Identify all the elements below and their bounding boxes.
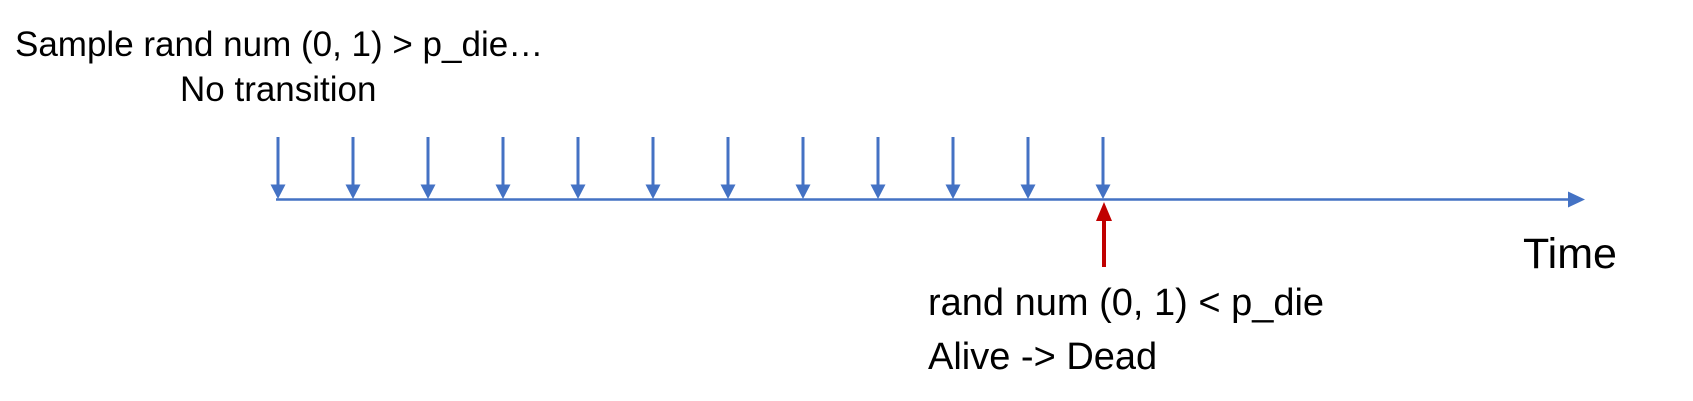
sample-condition-label: Sample rand num (0, 1) > p_die… xyxy=(15,25,544,64)
death-event-label: rand num (0, 1) < p_die Alive -> Dead xyxy=(928,277,1324,385)
timeline-axis xyxy=(276,191,1585,208)
death-event-transition: Alive -> Dead xyxy=(928,335,1158,378)
no-transition-label: No transition xyxy=(180,70,377,109)
death-event-condition: rand num (0, 1) < p_die xyxy=(928,282,1325,324)
tick-arrows xyxy=(270,137,1111,199)
time-axis-label: Time xyxy=(1523,230,1617,278)
event-arrow xyxy=(1096,202,1112,267)
